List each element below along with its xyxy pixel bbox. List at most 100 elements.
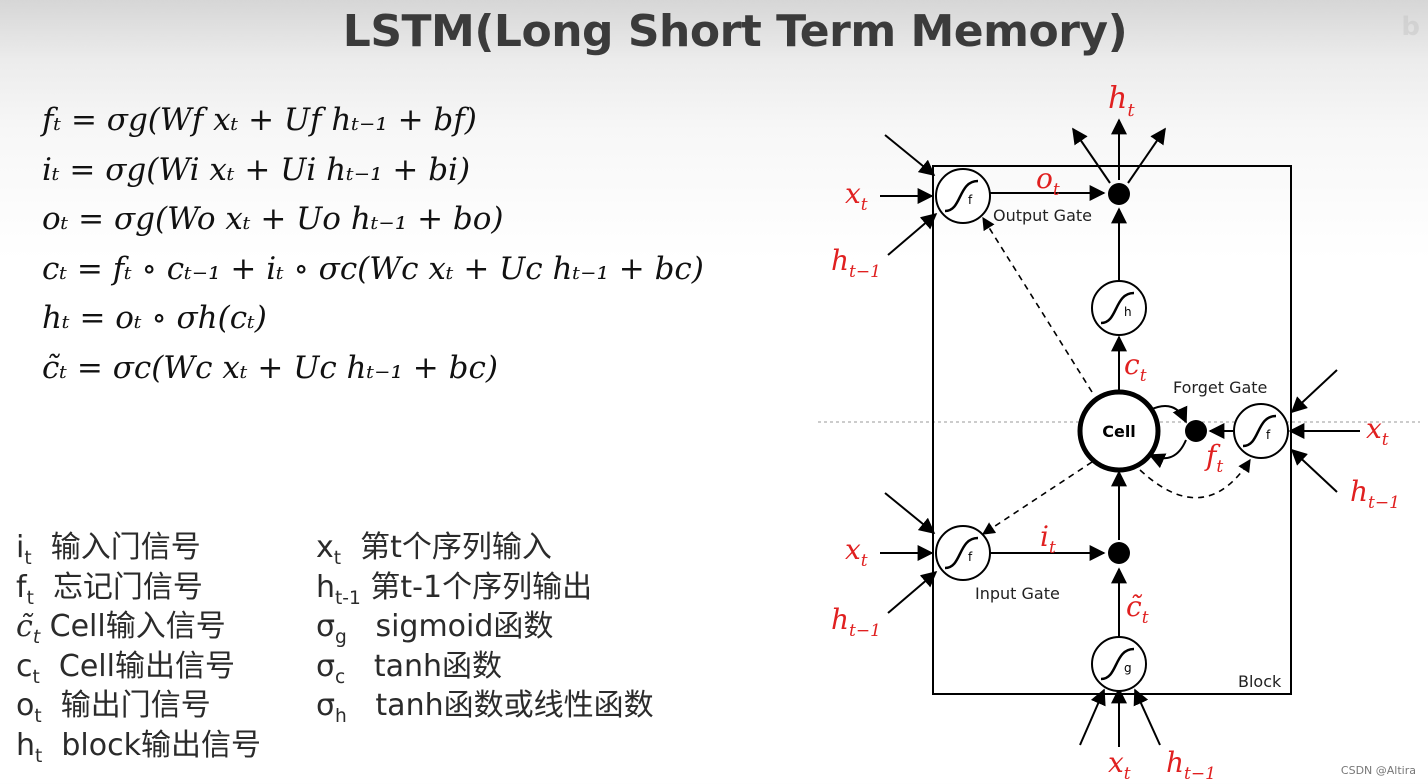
arrow xyxy=(1072,127,1111,184)
c-tilde-t-label: c̃t xyxy=(1126,590,1149,628)
arrow xyxy=(1127,127,1166,184)
arrow xyxy=(1139,458,1251,499)
i-t-label: it xyxy=(1040,520,1056,558)
legend-symbol: f xyxy=(16,569,27,605)
page-title: LSTM(Long Short Term Memory) xyxy=(342,6,1128,57)
h-t-1-label: ht−1 xyxy=(1350,475,1400,513)
equation-cell: cₜ = fₜ ∘ cₜ₋₁ + iₜ ∘ σc(Wc xₜ + Uc hₜ₋₁… xyxy=(42,250,704,287)
legend-item: c̃t Cell输入信号 xyxy=(16,601,261,648)
legend-text: 第t个序列输入 xyxy=(360,530,552,565)
legend-subscript: g xyxy=(335,627,347,649)
legend-text: sigmoid函数 xyxy=(375,609,554,645)
output-multiply-node xyxy=(1108,183,1130,205)
equation-cell-candidate: c̃ₜ = σc(Wc xₜ + Uc hₜ₋₁ + bc) xyxy=(42,349,498,386)
arrow xyxy=(1290,448,1338,493)
arrow xyxy=(982,216,1093,393)
gate-h-label: h xyxy=(1124,305,1132,319)
legend-subscript: h xyxy=(335,706,347,728)
arrow xyxy=(887,570,938,614)
forget-multiply-node xyxy=(1185,420,1207,442)
legend-symbol: x xyxy=(316,530,334,565)
legend-text: Cell输出信号 xyxy=(58,648,235,684)
equation-forget: fₜ = σg(Wf xₜ + Uf hₜ₋₁ + bf) xyxy=(42,102,477,138)
equation-output: oₜ = σg(Wo xₜ + Uo hₜ₋₁ + bo) xyxy=(42,201,504,237)
input-gate-node: f xyxy=(935,525,991,581)
legend-subscript: t xyxy=(35,745,43,767)
legend-text: tanh函数或线性函数 xyxy=(375,688,654,724)
watermark: b xyxy=(1401,12,1420,42)
output-gate-node: f xyxy=(935,168,991,224)
solid-arrows xyxy=(880,118,1360,747)
legend-text: 输入门信号 xyxy=(50,530,201,565)
h-t-1-label: ht−1 xyxy=(1166,746,1216,784)
x-t-label: xt xyxy=(1108,746,1131,784)
arrow xyxy=(1079,688,1106,746)
legend-symbol: h xyxy=(16,727,36,763)
legend-item: ot 输出门信号 xyxy=(16,680,261,727)
legend-item: it 输入门信号 xyxy=(16,522,261,569)
legend-subscript: t xyxy=(333,548,342,569)
arrow xyxy=(981,461,1093,535)
legend-item: xt 第t个序列输入 xyxy=(316,522,654,569)
h-t-1-label: ht−1 xyxy=(831,244,881,282)
arrow xyxy=(1148,439,1187,469)
output-gate-label: Output Gate xyxy=(993,206,1092,225)
arrow xyxy=(884,134,936,177)
gate-f-label: f xyxy=(968,550,973,564)
block-label: Block xyxy=(1238,672,1282,691)
legend-left-column: it 输入门信号 ft 忘记门信号 c̃t Cell输入信号 ct Cell输出… xyxy=(16,522,261,767)
legend-subscript: t xyxy=(34,706,42,728)
g-squash-node: g xyxy=(1091,636,1147,692)
equation-hidden: hₜ = oₜ ∘ σh(cₜ) xyxy=(42,300,267,336)
legend-subscript: t xyxy=(32,627,41,649)
legend-symbol: σ xyxy=(316,648,336,684)
x-t-label: xt xyxy=(1366,412,1389,450)
legend-subscript: t xyxy=(24,548,32,569)
equations: fₜ = σg(Wf xₜ + Uf hₜ₋₁ + bf) iₜ = σg(Wi… xyxy=(42,102,704,399)
footer-credit: CSDN @Altira xyxy=(1340,764,1416,777)
arrow xyxy=(1149,405,1188,424)
gate-g-label: g xyxy=(1124,661,1132,675)
legend: it 输入门信号 ft 忘记门信号 c̃t Cell输入信号 ct Cell输出… xyxy=(16,522,654,767)
legend-item: ft 忘记门信号 xyxy=(16,562,261,609)
legend-symbol: o xyxy=(16,688,35,724)
arrow xyxy=(887,212,938,256)
legend-item: σh tanh函数或线性函数 xyxy=(316,680,654,727)
o-t-label: ot xyxy=(1036,162,1060,200)
legend-item: ht block输出信号 xyxy=(16,720,261,767)
h-squash-node: h xyxy=(1091,280,1147,336)
input-gate-label: Input Gate xyxy=(975,584,1060,603)
gate-f-label: f xyxy=(968,193,973,207)
legend-text: 输出门信号 xyxy=(60,688,211,724)
legend-symbol: h xyxy=(316,569,336,605)
cell-label: Cell xyxy=(1102,422,1136,441)
legend-text: 忘记门信号 xyxy=(52,569,203,605)
legend-symbol: σ xyxy=(316,688,336,724)
math-labels: ht ot ct ft it c̃t xt ht−1 xt ht−1 xt ht… xyxy=(831,81,1400,784)
h-t-1-label: ht−1 xyxy=(831,603,881,641)
legend-item: ht-1 第t-1个序列输出 xyxy=(316,562,654,609)
f-t-label: ft xyxy=(1204,439,1223,477)
peephole-arrows xyxy=(981,216,1251,535)
legend-text: 第t-1个序列输出 xyxy=(370,569,593,605)
legend-subscript: c xyxy=(335,666,346,688)
legend-symbol: c̃ xyxy=(16,609,33,645)
legend-symbol: c xyxy=(16,648,33,684)
input-multiply-node xyxy=(1108,542,1130,564)
equation-input: iₜ = σg(Wi xₜ + Ui hₜ₋₁ + bi) xyxy=(42,151,471,188)
x-t-label: xt xyxy=(845,177,868,215)
legend-subscript: t xyxy=(32,666,40,688)
x-t-label: xt xyxy=(845,533,868,571)
legend-symbol: i xyxy=(16,530,25,565)
legend-subscript: t-1 xyxy=(335,587,361,609)
legend-symbol: σ xyxy=(316,609,336,645)
c-t-label: ct xyxy=(1124,348,1147,386)
forget-gate-node: f xyxy=(1233,403,1289,459)
gate-f-label: f xyxy=(1266,428,1271,442)
arrow xyxy=(1133,688,1161,746)
forget-gate-label: Forget Gate xyxy=(1173,378,1267,397)
arrow xyxy=(1290,369,1338,414)
legend-item: σc tanh函数 xyxy=(316,641,654,688)
legend-subscript: t xyxy=(26,587,34,609)
